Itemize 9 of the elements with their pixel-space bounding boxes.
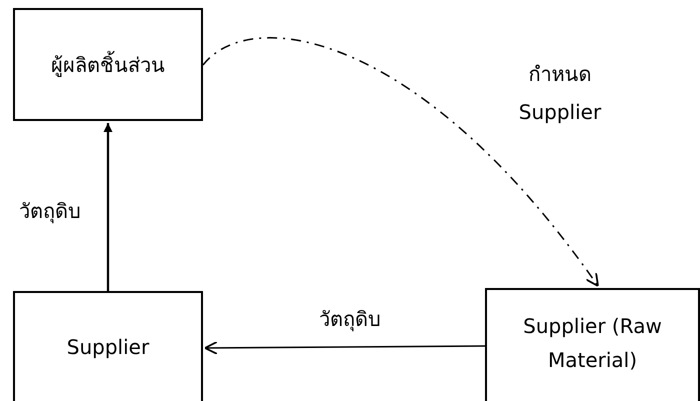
arrow	[202, 38, 599, 287]
box-text: Supplier (Raw Material)	[522, 312, 663, 374]
process-box	[485, 288, 700, 401]
arrow	[204, 341, 485, 355]
process-box	[13, 291, 203, 401]
process-box	[13, 8, 203, 121]
arrow	[104, 123, 112, 291]
box-text: ผู้ผลิตชิ้นส่วน	[51, 50, 165, 79]
box-text: Supplier	[66, 334, 150, 361]
